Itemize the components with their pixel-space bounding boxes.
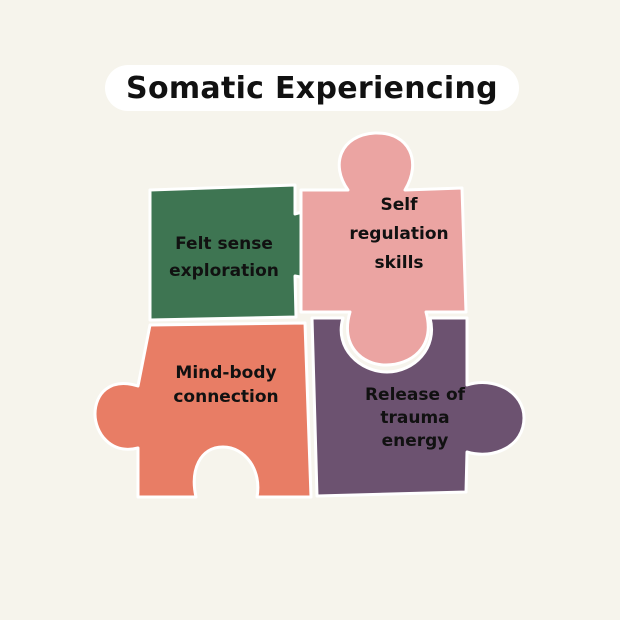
- piece-label-line: Self: [381, 195, 419, 215]
- piece-label-line: connection: [173, 387, 278, 407]
- title-banner: Somatic Experiencing: [105, 65, 519, 111]
- piece-label-line: exploration: [169, 261, 279, 281]
- piece-trauma-release: [310, 316, 526, 498]
- piece-label-line: skills: [374, 253, 423, 273]
- piece-label-mind-body: Mind-body connection: [173, 363, 278, 407]
- piece-label-line: regulation: [349, 224, 448, 244]
- piece-label-line: Mind-body: [175, 363, 276, 383]
- piece-label-self-regulation: Self regulation skills: [349, 195, 448, 273]
- piece-label-trauma-release: Release of trauma energy: [365, 385, 466, 451]
- piece-label-line: Felt sense: [175, 234, 273, 254]
- piece-self-regulation: [299, 131, 468, 367]
- piece-label-line: energy: [382, 431, 449, 451]
- page-title: Somatic Experiencing: [126, 70, 498, 106]
- piece-label-felt-sense: Felt sense exploration: [169, 234, 279, 281]
- piece-label-line: Release of: [365, 385, 466, 405]
- piece-mind-body: [93, 321, 313, 499]
- piece-label-line: trauma: [380, 408, 449, 428]
